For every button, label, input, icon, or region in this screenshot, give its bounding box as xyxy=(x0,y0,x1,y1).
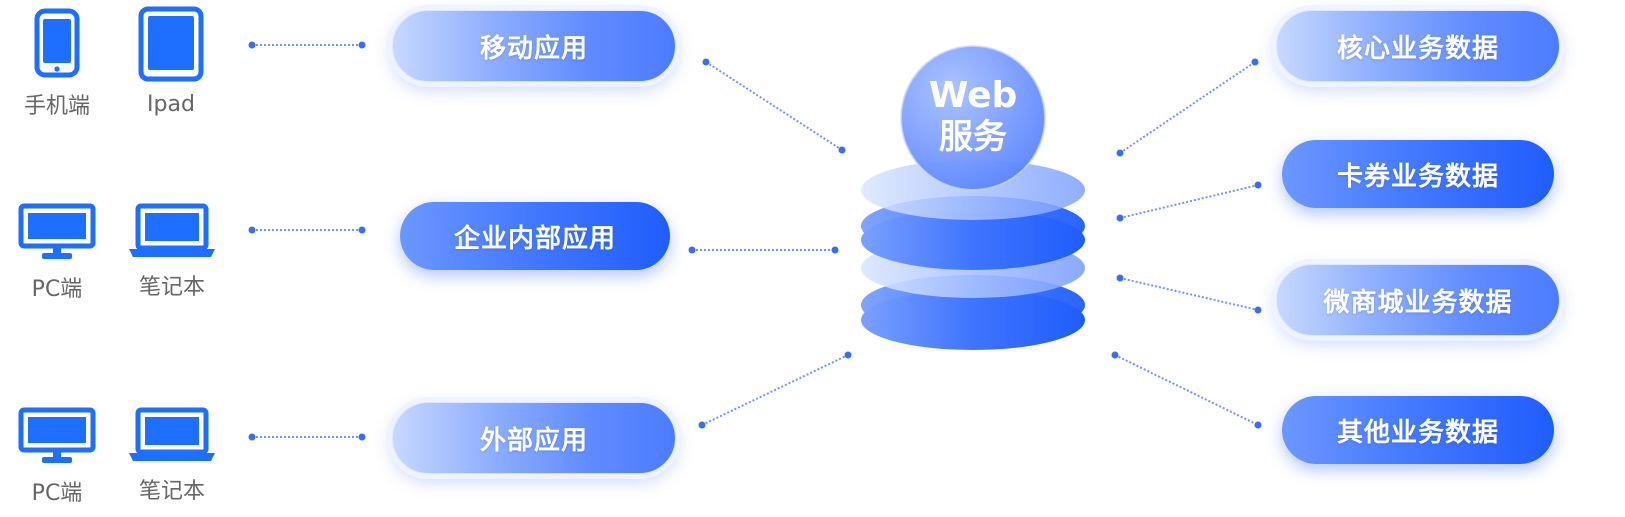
connector-internal-server xyxy=(688,246,839,254)
connector-server-core xyxy=(1116,58,1259,157)
device-label: 笔记本 xyxy=(138,275,205,300)
database-stack-icon xyxy=(861,45,1085,350)
data-label: 卡券业务数据 xyxy=(1336,161,1499,192)
data-mall-business: 微商城业务数据 xyxy=(1276,264,1560,336)
device-label: PC端 xyxy=(31,277,83,302)
web-service-title: Web xyxy=(928,75,1018,116)
data-other-business: 其他业务数据 xyxy=(1282,396,1554,464)
smartphone-icon xyxy=(34,8,80,78)
device-laptop: 笔记本 xyxy=(126,203,218,301)
connector-external-server xyxy=(698,351,852,429)
device-monitor: PC端 xyxy=(16,407,98,507)
laptop-icon xyxy=(129,203,215,257)
device-tablet: Ipad xyxy=(132,6,210,117)
device-label: PC端 xyxy=(31,481,83,506)
app-external: 外部应用 xyxy=(392,402,676,474)
app-label: 企业内部应用 xyxy=(453,223,616,254)
data-core-business: 核心业务数据 xyxy=(1276,10,1560,82)
connector-mobile-server xyxy=(702,58,846,154)
connector-server-mall xyxy=(1116,274,1262,314)
device-laptop: 笔记本 xyxy=(126,407,218,505)
web-service-subtitle: 服务 xyxy=(939,117,1007,157)
data-coupon-business: 卡券业务数据 xyxy=(1282,140,1554,208)
tablet-icon xyxy=(138,6,204,82)
web-service-node: Web 服务 xyxy=(858,40,1088,350)
data-label: 微商城业务数据 xyxy=(1323,287,1513,318)
device-label: 笔记本 xyxy=(138,479,205,504)
connector-server-coupon xyxy=(1116,181,1262,222)
device-label: Ipad xyxy=(147,92,195,117)
device-monitor: PC端 xyxy=(16,203,98,303)
data-label: 核心业务数据 xyxy=(1336,33,1499,64)
app-label: 移动应用 xyxy=(479,33,588,64)
device-smartphone: 手机端 xyxy=(20,8,94,120)
data-label: 其他业务数据 xyxy=(1336,417,1499,448)
app-label: 外部应用 xyxy=(479,425,588,456)
laptop-icon xyxy=(129,407,215,461)
device-label: 手机端 xyxy=(23,94,90,119)
connector-server-other xyxy=(1111,351,1262,429)
connector-devices-mobile xyxy=(248,41,366,49)
monitor-icon xyxy=(18,203,96,259)
connector-devices-internal xyxy=(248,226,366,234)
app-enterprise-internal: 企业内部应用 xyxy=(400,202,670,270)
monitor-icon xyxy=(18,407,96,463)
app-mobile: 移动应用 xyxy=(392,10,676,82)
connector-devices-external xyxy=(248,433,366,441)
